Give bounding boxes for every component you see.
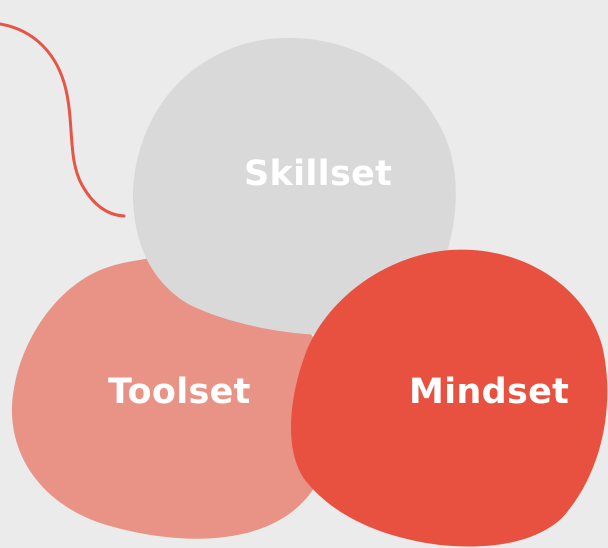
mindset-blob: [291, 249, 608, 547]
skillset-label: Skillset: [244, 154, 393, 194]
toolset-blob: [11, 255, 334, 539]
skillset-blob: [132, 37, 456, 336]
toolset-label: Toolset: [108, 372, 251, 412]
connector-line: [0, 22, 126, 218]
mindset-label: Mindset: [409, 372, 570, 412]
